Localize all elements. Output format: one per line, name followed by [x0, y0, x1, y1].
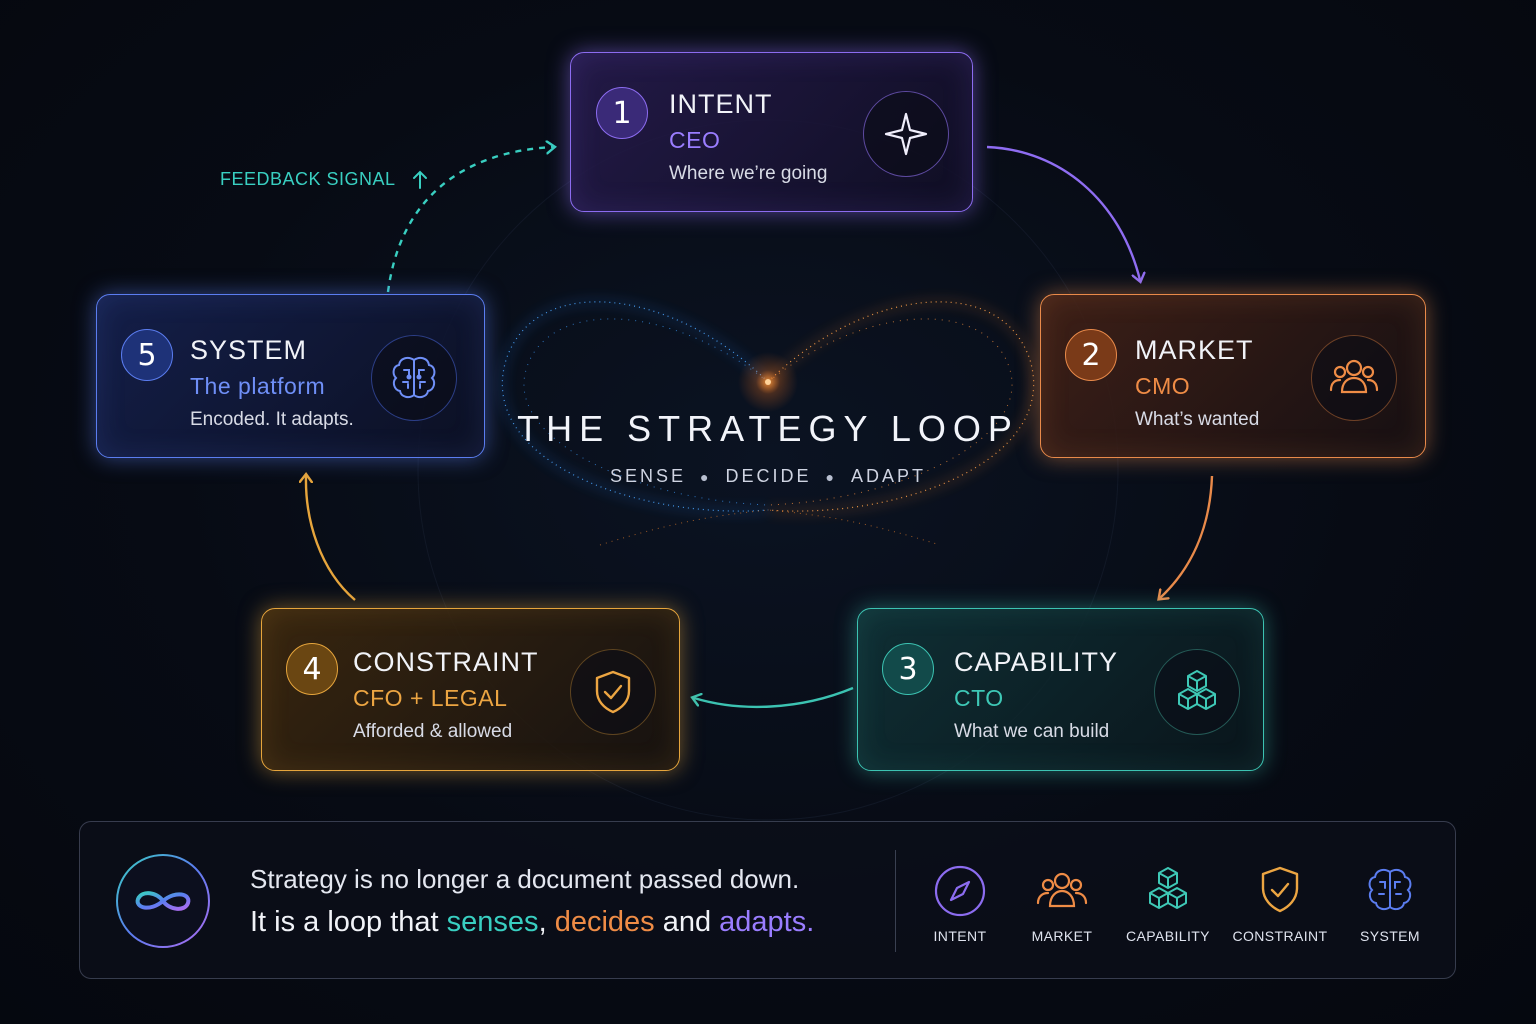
arrow-market-to-capability [1160, 475, 1214, 598]
shield-check-icon [570, 649, 656, 735]
legend-item-constraint: CONSTRAINT [1225, 862, 1335, 952]
statement-senses: senses [446, 906, 539, 938]
statement-adapts: adapts [719, 906, 807, 938]
card-role: CMO [1135, 373, 1191, 399]
legend-label: SYSTEM [1360, 928, 1420, 944]
feedback-signal-label: FEEDBACK SIGNAL [220, 169, 396, 189]
cubes-icon [1154, 649, 1240, 735]
legend-item-market: MARKET [1007, 862, 1117, 952]
step-number-badge: 5 [121, 329, 173, 381]
statement-separator: , [538, 906, 555, 938]
subtitle-adapt: ADAPT [850, 466, 926, 486]
subtitle-decide: DECIDE [725, 466, 812, 486]
card-description: Encoded. It adapts. [190, 409, 354, 430]
card-role: CEO [669, 127, 721, 153]
people-icon [1311, 335, 1397, 421]
step-number-badge: 3 [882, 643, 934, 695]
arrow-constraint-to-system [306, 476, 356, 601]
card-title: SYSTEM [190, 335, 308, 365]
card-title: CAPABILITY [954, 647, 1119, 677]
statement-prefix: It is a loop that [250, 906, 447, 938]
arrow-intent-to-market [986, 145, 1140, 280]
card-description: Afforded & allowed [353, 721, 513, 742]
compass-star-icon [863, 91, 949, 177]
statement-separator: and [654, 906, 720, 938]
step-number-badge: 4 [286, 643, 338, 695]
step-number-badge: 1 [596, 87, 648, 139]
shield-check-icon [1261, 866, 1299, 913]
card-capability[interactable]: 3 CAPABILITY CTO What we can build [857, 608, 1264, 771]
legend-item-intent: INTENT [905, 862, 1015, 952]
brain-circuit-icon [1368, 868, 1412, 911]
subtitle-dot: ● [700, 469, 712, 485]
statement-decides: decides [554, 906, 655, 938]
card-market[interactable]: 2 MARKET CMO What’s wanted [1040, 294, 1426, 458]
legend-label: MARKET [1031, 928, 1093, 944]
legend-item-system: SYSTEM [1335, 862, 1445, 952]
legend-label: INTENT [933, 928, 987, 944]
card-title: MARKET [1135, 335, 1254, 365]
feedback-up-arrow-icon [413, 170, 427, 189]
legend-item-capability: CAPABILITY [1113, 862, 1223, 952]
infinity-icon [116, 854, 210, 948]
people-icon [1036, 872, 1088, 908]
loop-subtitle: SENSE ● DECIDE ● ADAPT [468, 466, 1068, 487]
card-intent[interactable]: 1 INTENT CEO Where we’re going [570, 52, 973, 212]
card-system[interactable]: 5 SYSTEM The platform Encoded. It adapts… [96, 294, 485, 458]
card-description: What we can build [954, 721, 1110, 742]
card-title: CONSTRAINT [353, 647, 539, 677]
card-description: What’s wanted [1135, 409, 1260, 430]
statement-line-1: Strategy is no longer a document passed … [250, 864, 800, 894]
summary-panel: Strategy is no longer a document passed … [79, 821, 1456, 979]
infinity-swirl [500, 300, 1036, 546]
legend-label: CAPABILITY [1126, 928, 1210, 944]
subtitle-dot: ● [825, 469, 837, 485]
step-number-badge: 2 [1065, 329, 1117, 381]
card-role: CTO [954, 685, 1004, 711]
compass-icon [934, 865, 986, 917]
subtitle-sense: SENSE [610, 466, 687, 486]
loop-title: THE STRATEGY LOOP [517, 408, 1019, 449]
card-description: Where we’re going [669, 163, 828, 184]
cubes-icon [1149, 867, 1187, 909]
card-role: The platform [190, 373, 326, 399]
feedback-signal-arrow [386, 147, 553, 293]
statement-line-2: It is a loop that senses, decides and ad… [250, 906, 814, 939]
statement-suffix: . [806, 906, 815, 938]
arrow-capability-to-constraint [694, 686, 854, 709]
brain-circuit-icon [371, 335, 457, 421]
card-constraint[interactable]: 4 CONSTRAINT CFO + LEGAL Afforded & allo… [261, 608, 680, 771]
legend-label: CONSTRAINT [1232, 928, 1328, 944]
card-title: INTENT [669, 89, 773, 119]
card-role: CFO + LEGAL [353, 685, 508, 711]
legend-divider [895, 850, 896, 952]
